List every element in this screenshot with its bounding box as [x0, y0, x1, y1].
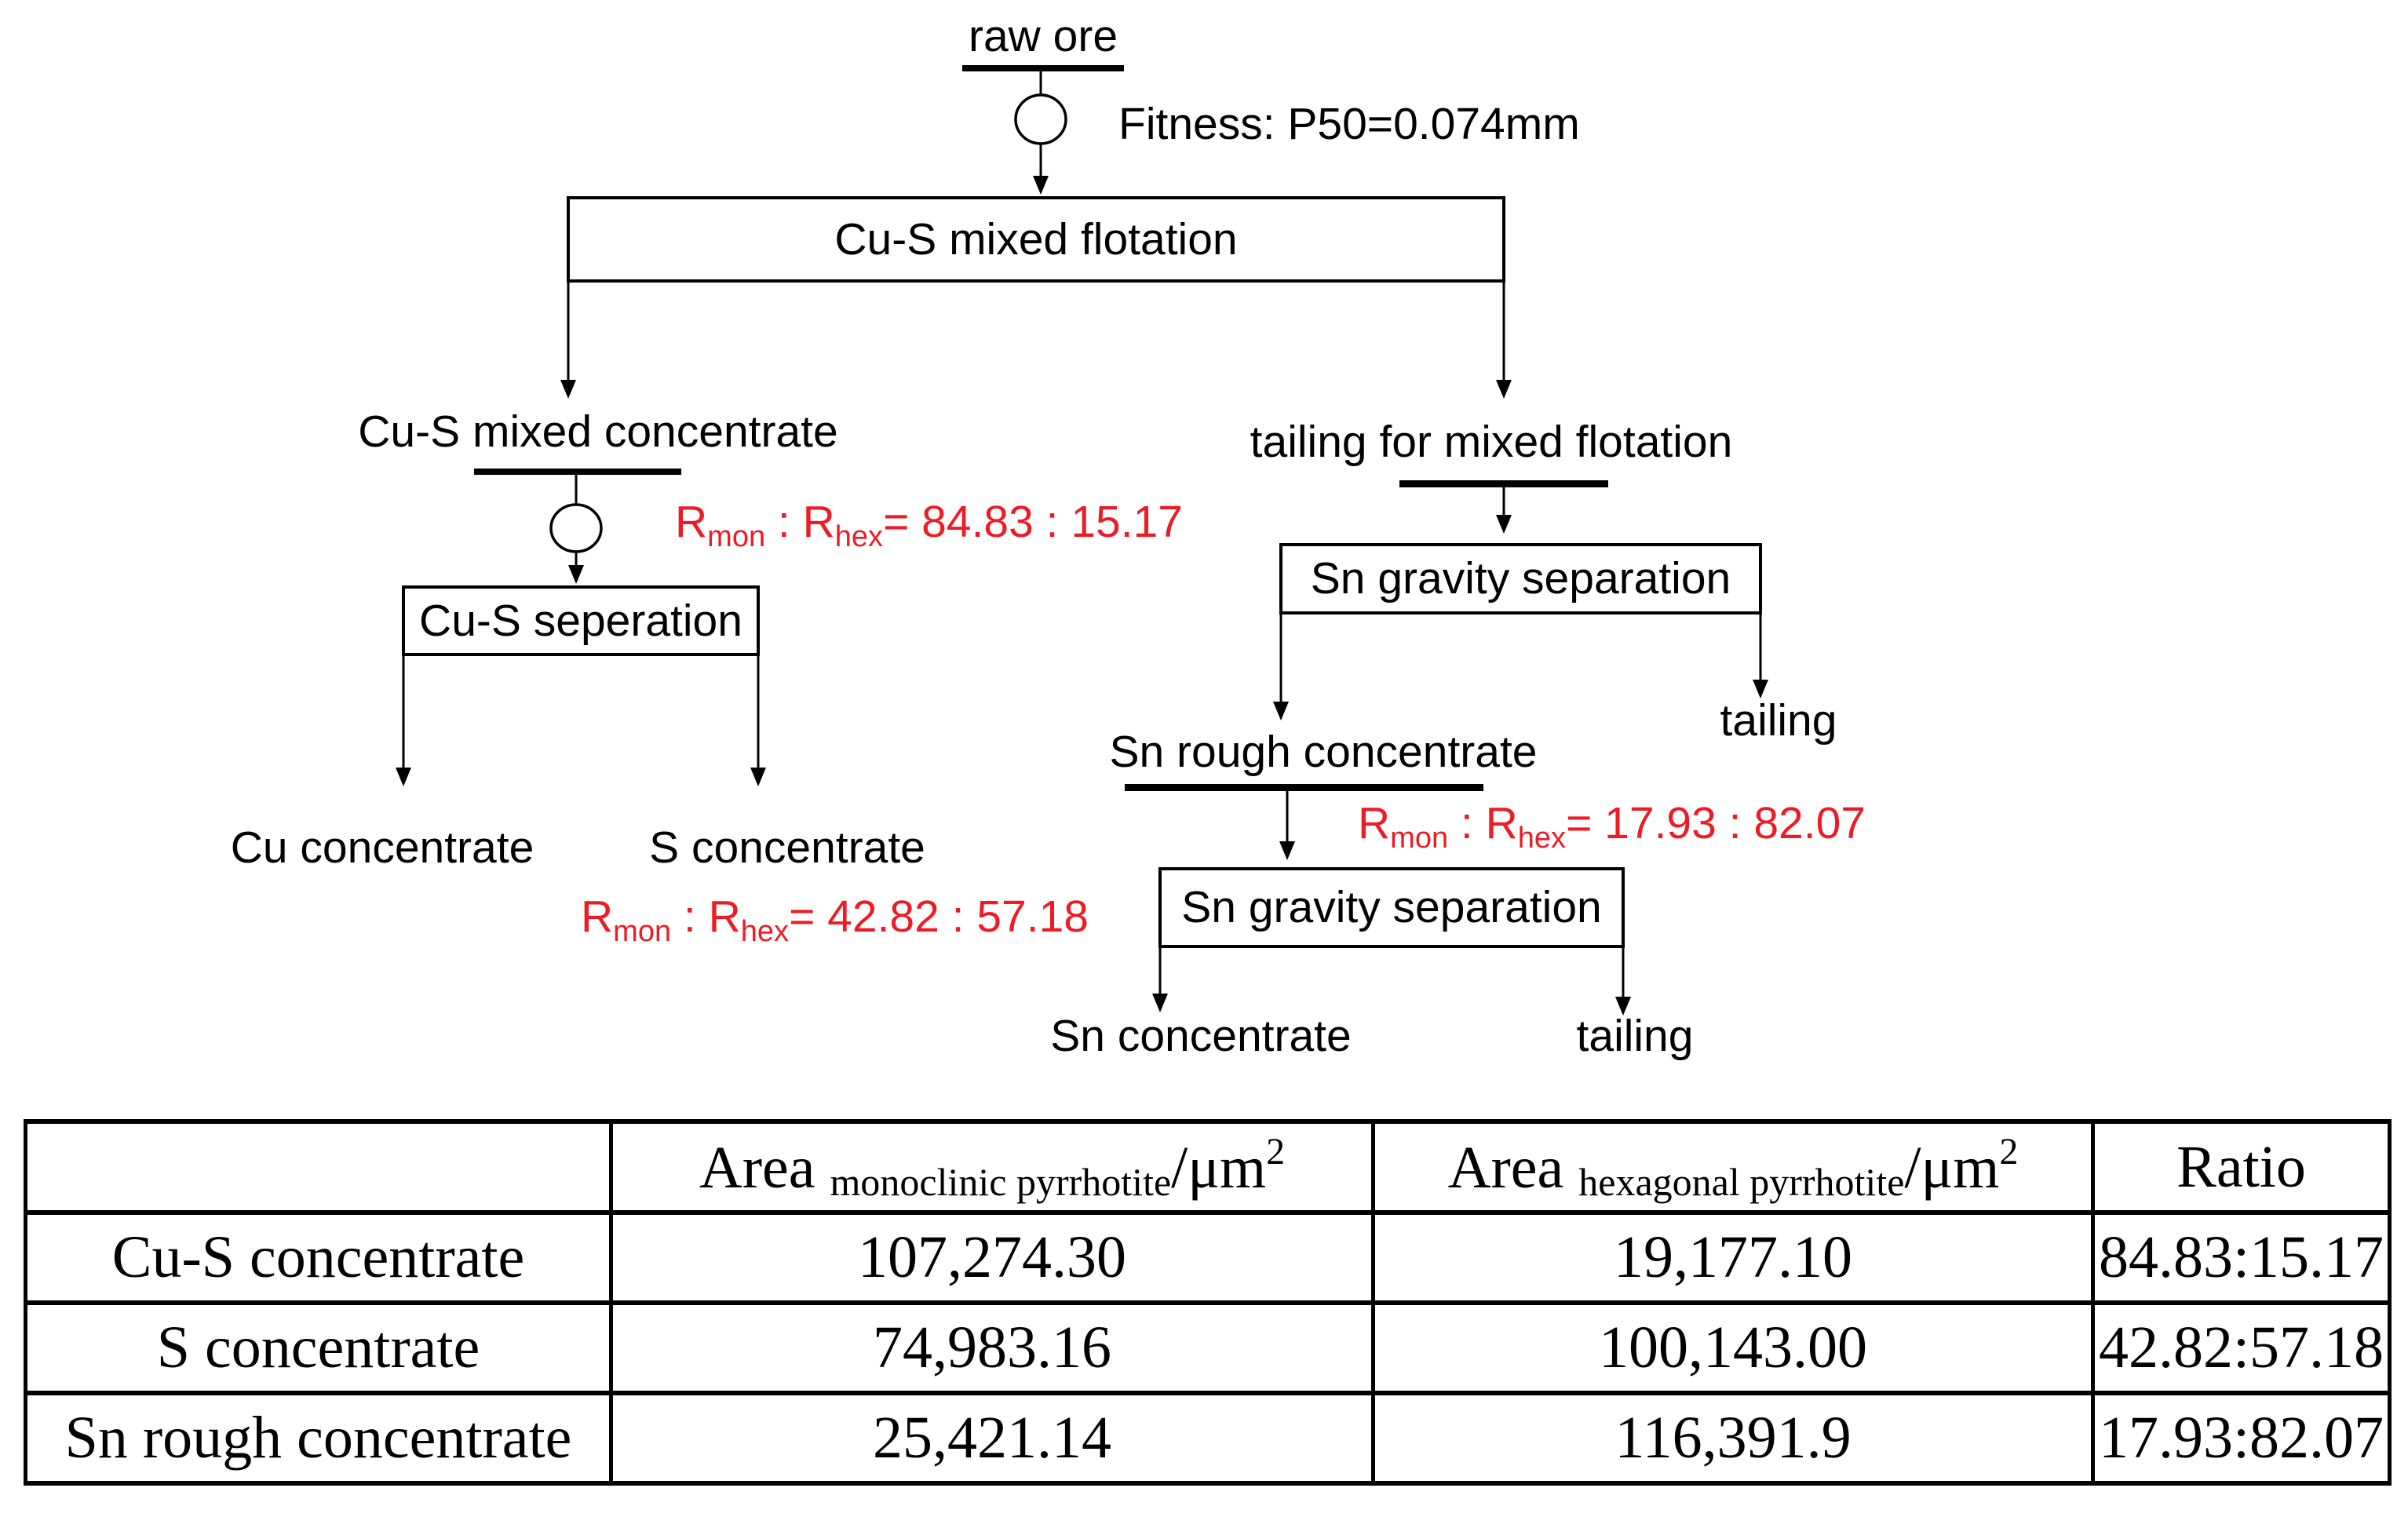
- label-tailing-1: tailing: [1720, 695, 1837, 746]
- box-cu-s-mixed-flotation-label: Cu-S mixed flotation: [834, 213, 1238, 264]
- stream-underline-raw-ore: [962, 65, 1124, 71]
- ratio-sub-hex: hex: [1517, 822, 1567, 855]
- ratio-r-symbol: R: [1358, 798, 1391, 848]
- header-hexagonal-subscript: hexagonal pyrrhotite: [1578, 1159, 1905, 1204]
- box-cu-s-mixed-flotation: Cu-S mixed flotation: [567, 196, 1505, 283]
- header-unit: /μm: [1171, 1134, 1267, 1201]
- label-s-concentrate: S concentrate: [649, 822, 925, 873]
- header-monoclinic-subscript: monoclinic pyrrhotite: [830, 1159, 1172, 1204]
- table-header-row: Area monoclinic pyrrhotite/μm2 Area hexa…: [24, 1119, 2392, 1215]
- label-cu-s-mixed-concentrate: Cu-S mixed concentrate: [358, 407, 838, 457]
- monoclinic-area-cell: 25,421.14: [609, 1391, 1375, 1486]
- ratio-cell: 42.82:57.18: [2091, 1300, 2392, 1395]
- ratio-annotation-sn-rough: Rmon : Rhex= 17.93 : 82.07: [1358, 798, 1866, 854]
- ratio-r-symbol: R: [675, 497, 708, 547]
- row-name-cell: S concentrate: [24, 1300, 613, 1395]
- box-cu-s-separation-label: Cu-S seperation: [419, 595, 742, 646]
- row-name-cell: Cu-S concentrate: [24, 1210, 613, 1305]
- process-circle-raw-ore: [1014, 93, 1067, 145]
- box-sn-gravity-separation-2: Sn gravity separation: [1158, 867, 1625, 948]
- box-cu-s-separation: Cu-S seperation: [402, 585, 760, 656]
- label-tailing-2: tailing: [1576, 1011, 1694, 1061]
- ratio-sub-mon: mon: [1390, 822, 1449, 855]
- ratio-sub-mon: mon: [707, 520, 766, 553]
- header-area-hexagonal: Area hexagonal pyrrhotite/μm2: [1371, 1119, 2095, 1215]
- hexagonal-area-cell: 19,177.10: [1371, 1210, 2095, 1305]
- header-unit-exponent: 2: [1999, 1130, 2019, 1172]
- box-sn-gravity-separation-2-label: Sn gravity separation: [1181, 882, 1602, 932]
- row-name-cell: Sn rough concentrate: [24, 1391, 613, 1486]
- monoclinic-area-cell: 74,983.16: [609, 1300, 1375, 1395]
- ratio-sub-mon: mon: [613, 915, 672, 948]
- hexagonal-area-cell: 100,143.00: [1371, 1300, 2095, 1395]
- header-area-monoclinic: Area monoclinic pyrrhotite/μm2: [609, 1119, 1375, 1215]
- label-tailing-for-mixed-flotation: tailing for mixed flotation: [1250, 417, 1733, 467]
- ratio-cell: 84.83:15.17: [2091, 1210, 2392, 1305]
- pyrrhotite-area-table: Area monoclinic pyrrhotite/μm2 Area hexa…: [24, 1119, 2392, 1486]
- ratio-annotation-s-concentrate: Rmon : Rhex= 42.82 : 57.18: [581, 892, 1089, 947]
- header-area-label: Area: [1447, 1134, 1579, 1201]
- header-area-label: Area: [699, 1134, 830, 1201]
- header-ratio: Ratio: [2091, 1119, 2392, 1215]
- label-cu-concentrate: Cu concentrate: [230, 822, 535, 873]
- stream-underline-cu-s-mixed-concentrate: [474, 469, 681, 475]
- label-sn-concentrate: Sn concentrate: [1050, 1011, 1352, 1061]
- label-raw-ore: raw ore: [968, 11, 1118, 61]
- ratio-value: = 17.93 : 82.07: [1566, 798, 1866, 848]
- table-row: Cu-S concentrate 107,274.30 19,177.10 84…: [24, 1210, 2392, 1305]
- ratio-value: = 84.83 : 15.17: [883, 497, 1183, 547]
- box-sn-gravity-separation-1-label: Sn gravity separation: [1310, 553, 1731, 604]
- monoclinic-area-cell: 107,274.30: [609, 1210, 1375, 1305]
- table-row: S concentrate 74,983.16 100,143.00 42.82…: [24, 1300, 2392, 1395]
- process-circle-cu-s-mixed: [549, 503, 603, 553]
- ratio-sub-hex: hex: [834, 520, 884, 553]
- header-unit-exponent: 2: [1266, 1130, 1286, 1172]
- ratio-cell: 17.93:82.07: [2091, 1391, 2392, 1486]
- ratio-separator: : R: [765, 497, 835, 547]
- stream-underline-tailing-for-mixed-flotation: [1399, 480, 1608, 487]
- header-empty-cell: [24, 1119, 613, 1215]
- ratio-separator: : R: [671, 892, 741, 942]
- ratio-value: = 42.82 : 57.18: [789, 892, 1089, 942]
- box-sn-gravity-separation-1: Sn gravity separation: [1279, 543, 1762, 614]
- ratio-annotation-cu-s-mixed: Rmon : Rhex= 84.83 : 15.17: [675, 497, 1183, 552]
- ratio-separator: : R: [1448, 798, 1518, 848]
- ratio-r-symbol: R: [581, 892, 614, 942]
- header-unit: /μm: [1904, 1134, 2000, 1201]
- label-fitness-note: Fitness: P50=0.074mm: [1118, 99, 1580, 149]
- stream-underline-sn-rough-concentrate: [1125, 784, 1483, 791]
- table-row: Sn rough concentrate 25,421.14 116,391.9…: [24, 1391, 2392, 1486]
- hexagonal-area-cell: 116,391.9: [1371, 1391, 2095, 1486]
- ratio-sub-hex: hex: [740, 915, 790, 948]
- label-sn-rough-concentrate: Sn rough concentrate: [1109, 727, 1538, 777]
